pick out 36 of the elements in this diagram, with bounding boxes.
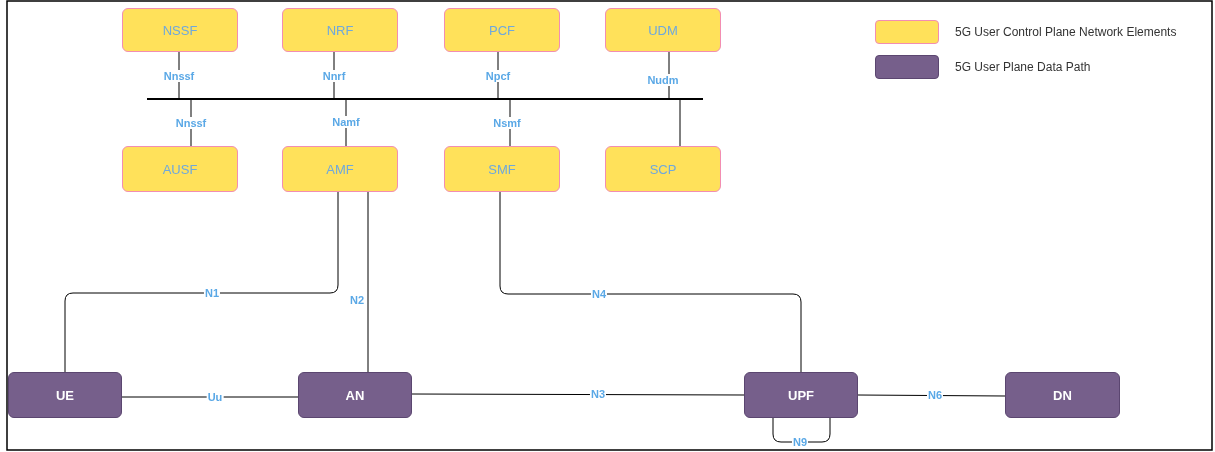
edge-label: Nnssf (174, 117, 208, 129)
data-path-box: UE (8, 372, 122, 418)
edge-label: Nudm (646, 74, 680, 86)
data-path-box: AN (298, 372, 412, 418)
data-path-box: UPF (744, 372, 858, 418)
connector-line (64, 191, 339, 373)
edge-label: N6 (926, 389, 944, 401)
edge-label: N9 (791, 436, 809, 448)
edge-label: N3 (589, 388, 607, 400)
edge-label: Nnssf (162, 70, 196, 82)
edge-label: N1 (203, 287, 221, 299)
connector-line (857, 394, 1006, 397)
connector-line (499, 191, 802, 373)
network-function-box: SCP (605, 146, 721, 192)
edge-label: Uu (206, 391, 224, 403)
edge-label: N2 (348, 294, 366, 306)
network-function-box: PCF (444, 8, 560, 52)
legend-label: 5G User Plane Data Path (955, 60, 1091, 74)
data-path-box: DN (1005, 372, 1120, 418)
legend-label: 5G User Control Plane Network Elements (955, 25, 1177, 39)
network-function-box: NSSF (122, 8, 238, 52)
edge-label: N4 (590, 288, 608, 300)
connector-line (679, 99, 681, 147)
edge-label: Namf (331, 116, 361, 128)
edge-label: Nsmf (492, 117, 522, 129)
connector-line (121, 396, 299, 398)
network-function-box: NRF (282, 8, 398, 52)
network-function-box: AMF (282, 146, 398, 192)
edge-label: Npcf (484, 70, 512, 82)
edge-label: Nnrf (321, 70, 347, 82)
network-function-box: SMF (444, 146, 560, 192)
connector-line (411, 393, 745, 396)
network-function-box: UDM (605, 8, 721, 52)
bus-line (147, 98, 703, 100)
connector-line (367, 191, 369, 373)
network-function-box: AUSF (122, 146, 238, 192)
